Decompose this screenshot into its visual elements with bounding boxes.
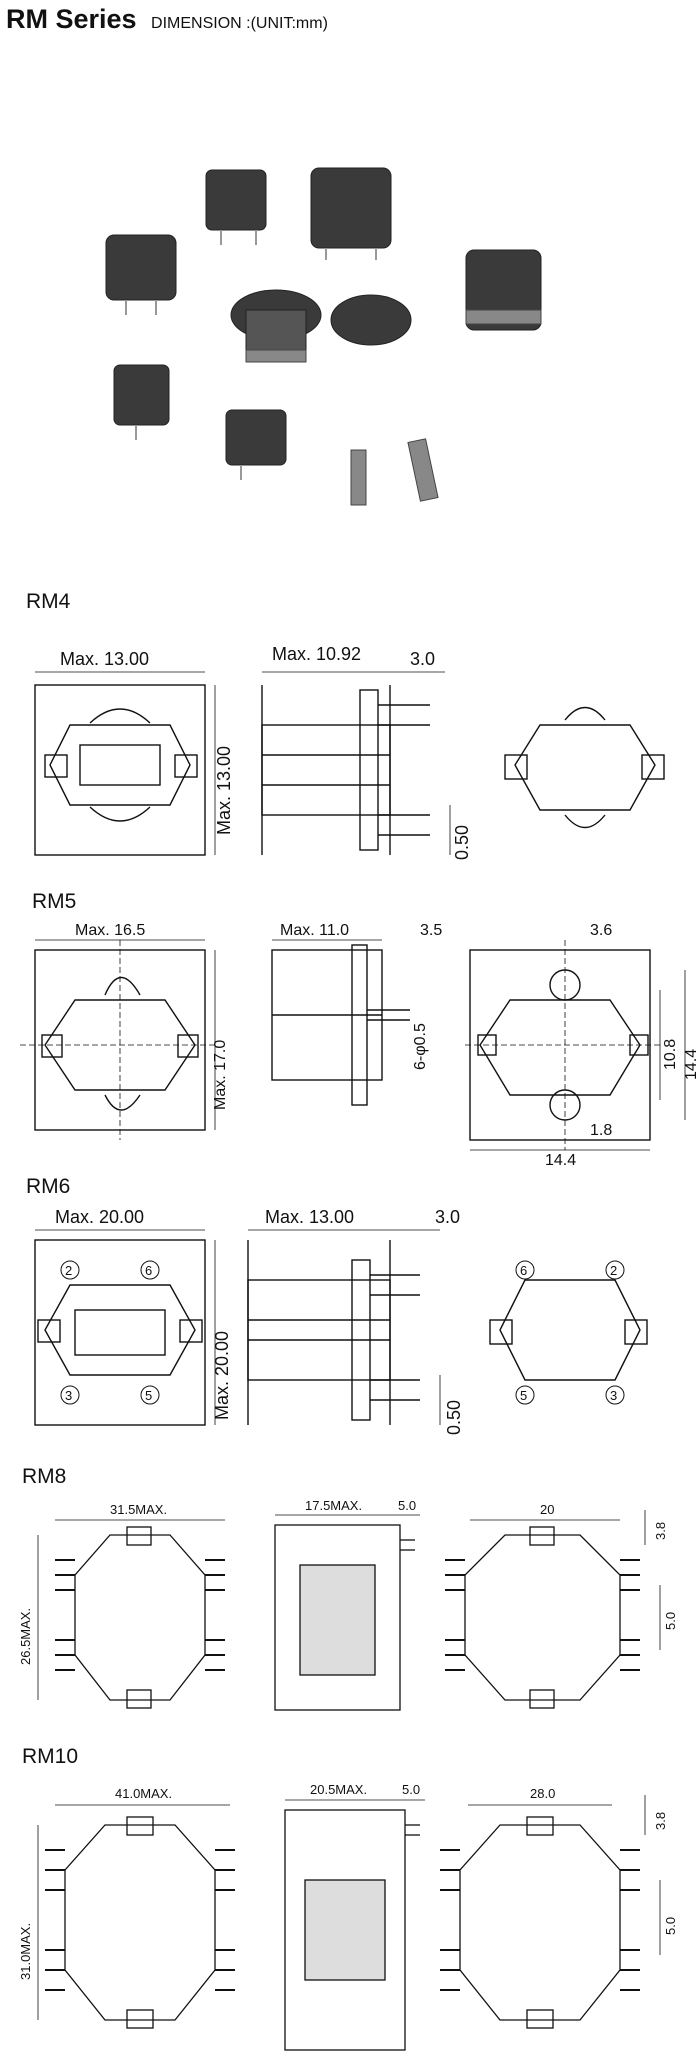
rm5-pitch-label: 1.8 [590,1122,612,1139]
rm5-drawing: Max. 16.5 Max. 17.0 Max. 11.0 3.5 6-φ0.5… [20,922,696,1169]
rm5-bottom-width-label: 14.4 [545,1152,576,1169]
page-header: RM Series DIMENSION :(UNIT:mm) [6,4,328,35]
rm6-right-pin5-label: 5 [520,1388,527,1403]
rm10-top-offset-label: 3.8 [653,1812,668,1830]
rm5-top-pitch-label: 3.6 [590,922,612,939]
rm5-height-label: Max. 17.0 [212,1040,229,1110]
section-title-rm8: RM8 [22,1465,67,1488]
rm10-pitch-label: 5.0 [663,1917,678,1935]
rm6-pin-dia-label: 0.50 [444,1400,464,1435]
rm6-right-pin3-label: 3 [610,1388,617,1403]
rm8-width-label: 31.5MAX. [110,1502,167,1517]
rm6-drawing: 2 6 3 5 6 2 5 3 Max. 20.00 Max. 20.00 Ma… [34,1207,648,1435]
rm8-side-width-label: 17.5MAX. [305,1498,362,1513]
rm6-left-pin3-label: 3 [65,1388,72,1403]
rm5-pin-length-label: 3.5 [420,922,442,939]
rm10-side-width-label: 20.5MAX. [310,1782,367,1797]
rm6-left-pin6-label: 6 [145,1263,152,1278]
section-title-rm4: RM4 [26,590,71,613]
rm5-span-a-label: 10.8 [662,1039,679,1070]
rm8-pin-length-label: 5.0 [398,1498,416,1513]
rm4-drawing: Max. 13.00 Max. 13.00 Max. 10.92 3.0 0.5… [34,644,665,860]
rm4-height-label: Max. 13.00 [214,746,234,835]
rm10-width-label: 41.0MAX. [115,1786,172,1801]
rm5-width-label: Max. 16.5 [75,922,145,939]
section-title-rm5: RM5 [32,890,77,913]
rm6-left-pin2-label: 2 [65,1263,72,1278]
rm6-side-width-label: Max. 13.00 [265,1207,354,1227]
rm6-pin-length-label: 3.0 [435,1207,460,1227]
rm6-right-pin2-label: 2 [610,1263,617,1278]
rm10-height-label: 31.0MAX. [18,1923,33,1980]
rm8-top-offset-label: 3.8 [653,1522,668,1540]
rm6-height-label: Max. 20.00 [212,1331,232,1420]
page-subtitle: DIMENSION :(UNIT:mm) [151,15,328,32]
section-title-rm10: RM10 [22,1745,79,1768]
rm4-width-label: Max. 13.00 [60,649,149,669]
rm4-pin-dia-label: 0.50 [452,825,472,860]
rm6-left-pin5-label: 5 [145,1388,152,1403]
rm4-side-width-label: Max. 10.92 [272,644,361,664]
rm8-height-label: 26.5MAX. [18,1608,33,1665]
rm8-pitch-label: 5.0 [663,1612,678,1630]
rm8-bottom-width-label: 20 [540,1502,554,1517]
rm5-pin-dia-label: 6-φ0.5 [412,1023,429,1070]
rm8-drawing: 31.5MAX. 26.5MAX. 17.5MAX. 5.0 20 3.8 5.… [18,1498,678,1711]
page-title: RM Series [6,4,137,34]
rm10-pin-length-label: 5.0 [402,1782,420,1797]
rm6-right-pin6-label: 6 [520,1263,527,1278]
rm10-drawing: 41.0MAX. 31.0MAX. 20.5MAX. 5.0 28.0 3.8 … [18,1782,678,2051]
rm5-side-width-label: Max. 11.0 [280,922,349,939]
product-photo [105,167,542,506]
rm6-width-label: Max. 20.00 [55,1207,144,1227]
rm10-bottom-width-label: 28.0 [530,1786,555,1801]
rm5-span-b-label: 14.4 [683,1049,696,1080]
rm4-pin-length-label: 3.0 [410,649,435,669]
section-title-rm6: RM6 [26,1175,71,1198]
